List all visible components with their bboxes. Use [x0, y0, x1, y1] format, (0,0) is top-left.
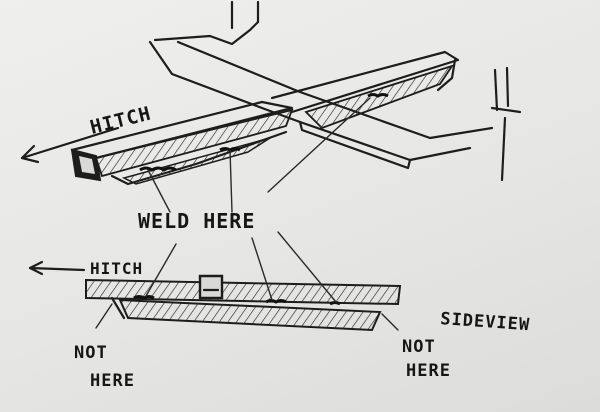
vertical-post-top [230, 0, 260, 30]
side-top-bar [85, 278, 402, 306]
not-here-right-line1: NOT [402, 337, 436, 357]
not-here-right-line2: HERE [406, 361, 451, 381]
weld-leaders-top [147, 97, 371, 213]
not-here-left-leader [95, 303, 113, 329]
side-view [28, 231, 402, 332]
weld-leaders-side [145, 231, 337, 303]
not-here-left-line1: NOT [74, 343, 108, 363]
hitch-label-side: HITCH [90, 259, 143, 278]
hitch-arrow-top [20, 126, 120, 164]
right-beam [270, 50, 522, 182]
hitch-label-top: HITCH [88, 102, 154, 138]
not-here-right-leader [381, 313, 399, 331]
side-tab [198, 274, 224, 300]
hitch-tube [70, 93, 389, 186]
weld-here-label: WELD HERE [138, 209, 255, 233]
sideview-label: SIDEVIEW [440, 309, 531, 335]
side-bottom-bar [118, 298, 382, 332]
hitch-arrow-side [28, 260, 86, 276]
perspective-view [20, 0, 522, 213]
not-here-left-line2: HERE [90, 371, 135, 391]
